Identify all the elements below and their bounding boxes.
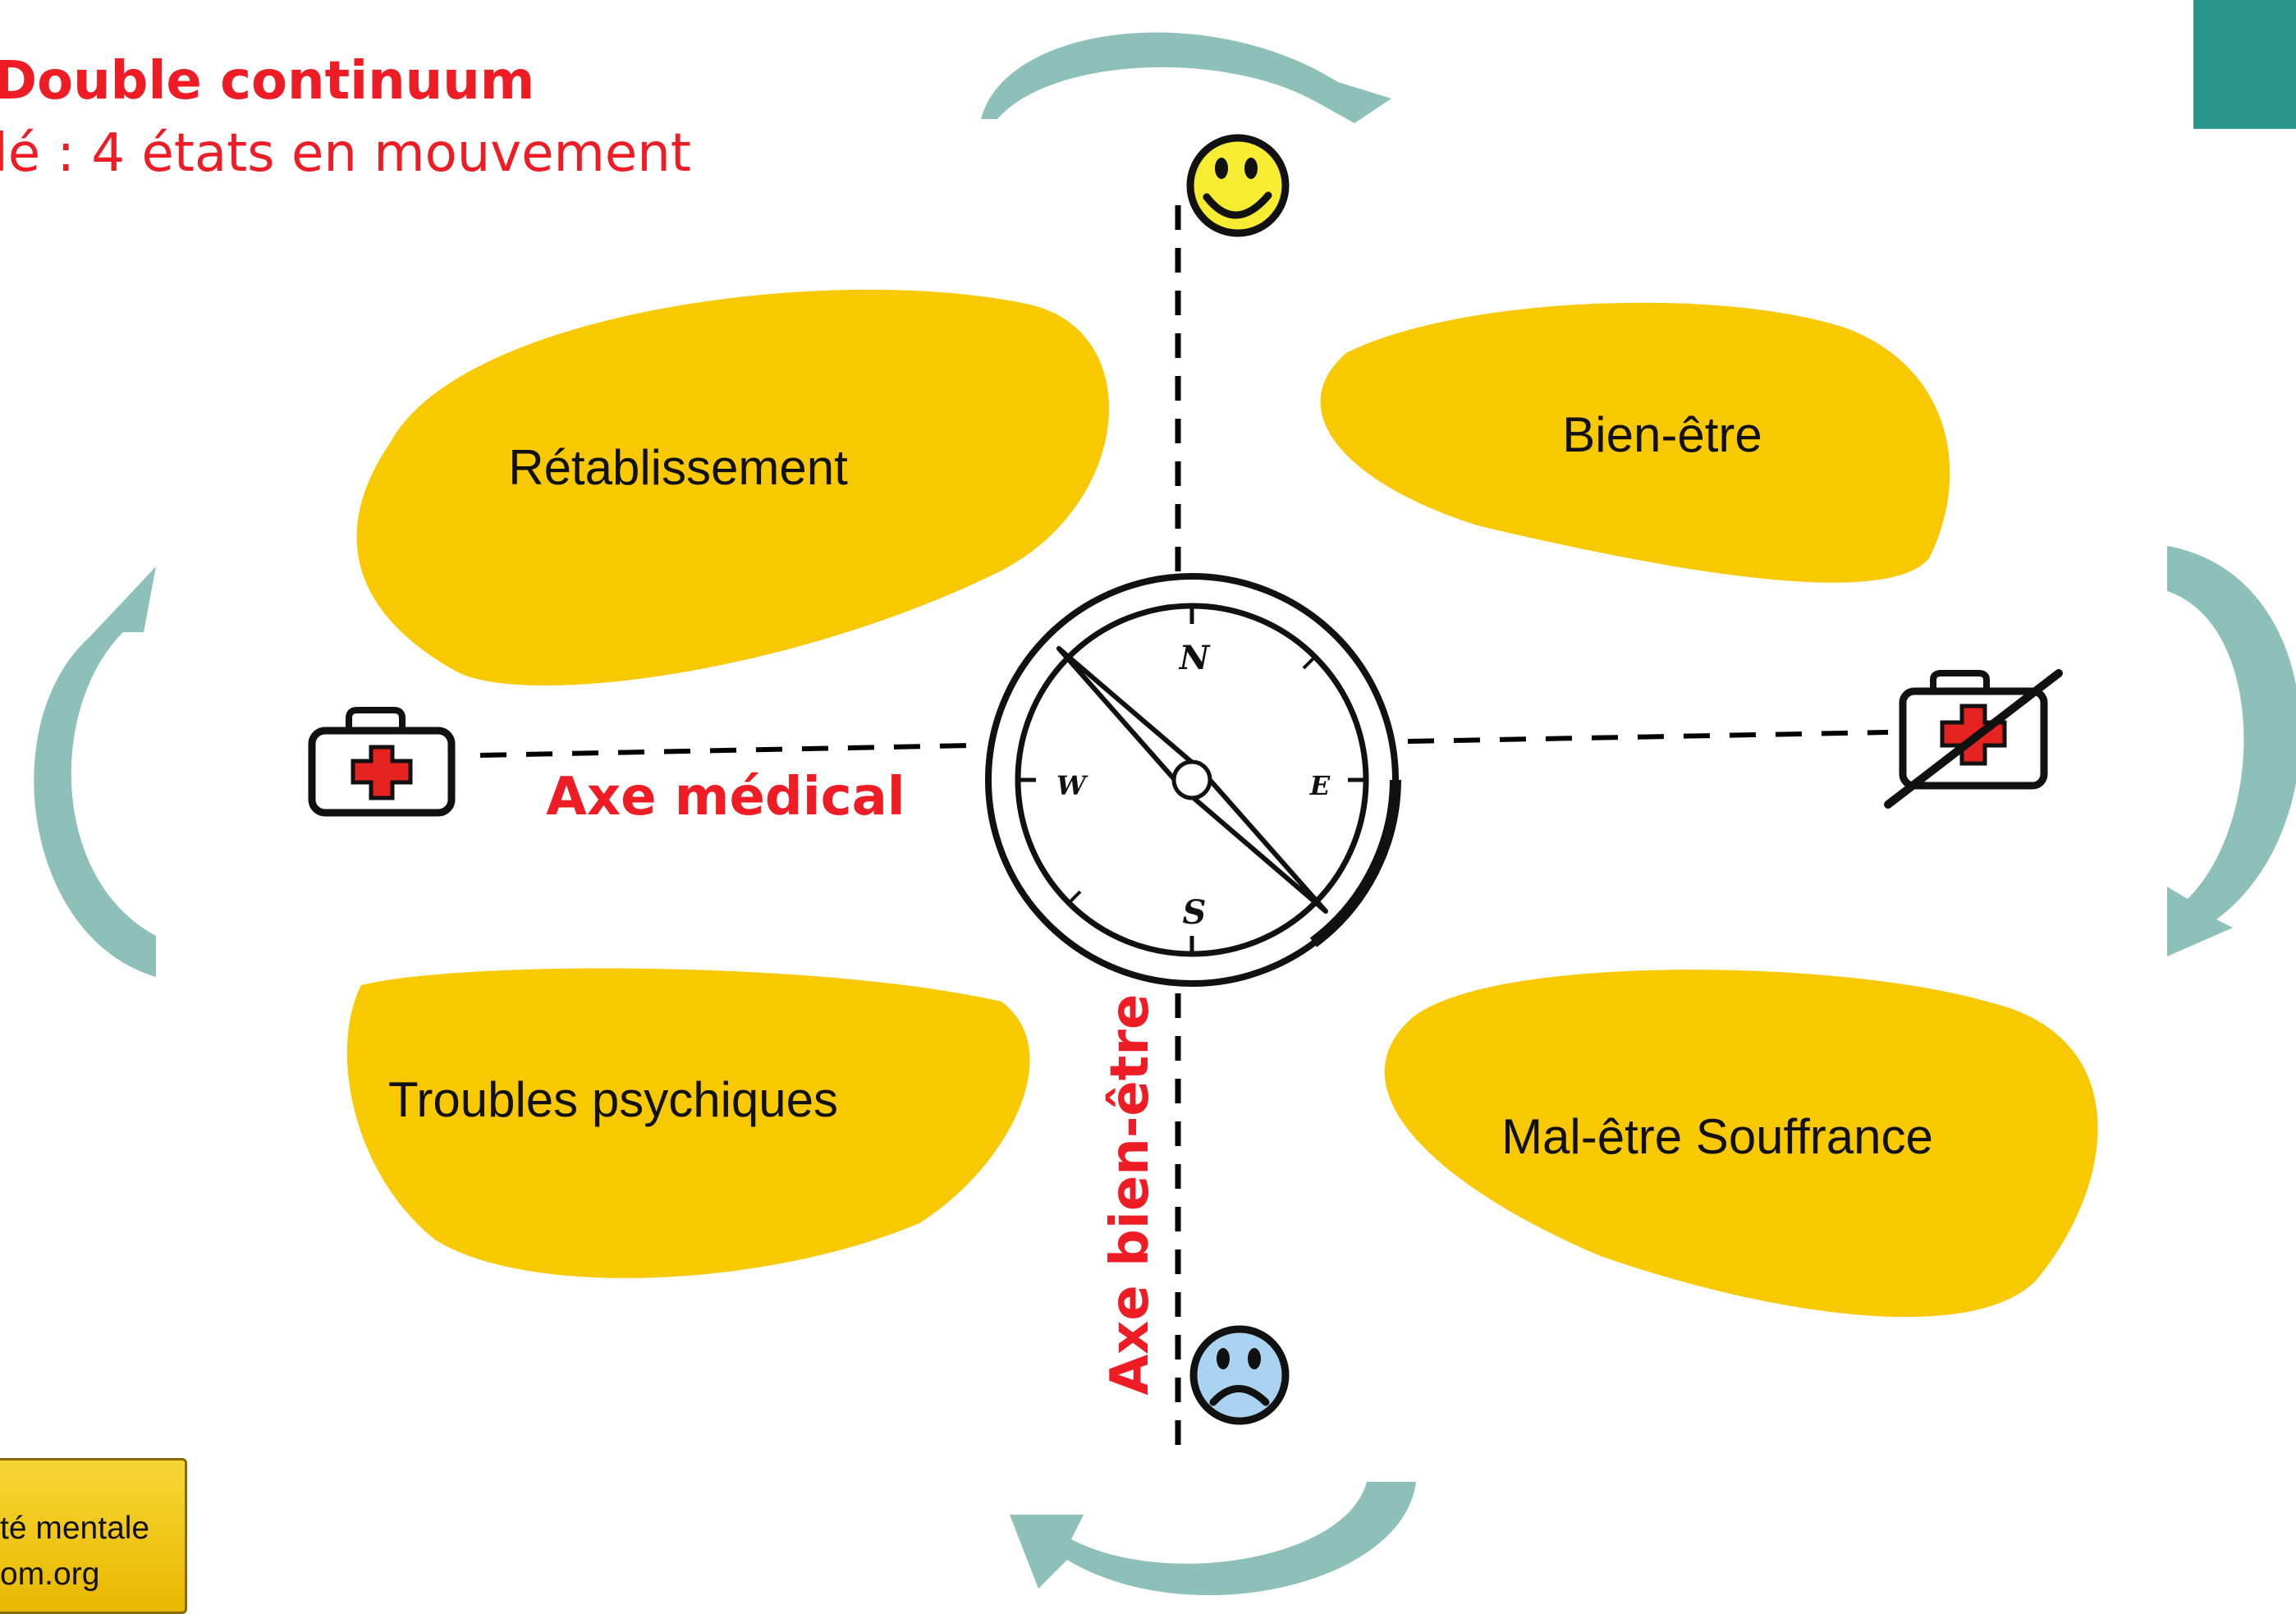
petal-bien-etre xyxy=(1320,302,1950,583)
horizontal-axis-left xyxy=(479,743,974,758)
arrow-bottom xyxy=(1010,1482,1416,1596)
arrow-top xyxy=(981,32,1391,123)
axis-label-medical: Axe médical xyxy=(546,767,905,828)
axis-label-bien-etre: Axe bien-être xyxy=(1100,994,1161,1396)
quadrant-label-retablissement: Rétablissement xyxy=(508,440,848,495)
compass-west-label: W xyxy=(1056,770,1088,801)
compass-east-label: E xyxy=(1309,770,1331,801)
petal-troubles-psychiques xyxy=(346,968,1030,1278)
page-title: Double continuum xyxy=(0,51,535,112)
first-aid-kit-icon xyxy=(308,707,456,817)
arrow-right xyxy=(2167,546,2296,956)
compass-icon: N S W E xyxy=(985,573,1401,987)
petal-mal-etre-souffrance xyxy=(1384,970,2098,1318)
quadrant-label-troubles-psychiques: Troubles psychiques xyxy=(388,1072,838,1127)
corner-accent xyxy=(2193,0,2296,129)
footer-line-1: té mentale xyxy=(0,1511,150,1546)
horizontal-axis-right xyxy=(1407,730,1889,744)
first-aid-kit-crossed-icon xyxy=(1884,669,2063,809)
compass-north-label: N xyxy=(1178,639,1211,677)
footer-link-box[interactable] xyxy=(0,1458,187,1614)
smiley-sad-icon xyxy=(1189,1325,1290,1425)
footer-line-2: om.org xyxy=(0,1557,100,1592)
compass-south-label: S xyxy=(1183,893,1207,932)
smiley-happy-icon xyxy=(1186,134,1290,237)
petal-retablissement xyxy=(356,289,1110,685)
quadrant-label-bien-etre: Bien-être xyxy=(1562,407,1762,462)
quadrant-label-mal-etre-souffrance: Mal-être Souffrance xyxy=(1501,1109,1933,1164)
arrow-left xyxy=(34,566,156,977)
page-subtitle: lé : 4 états en mouvement xyxy=(0,123,691,184)
